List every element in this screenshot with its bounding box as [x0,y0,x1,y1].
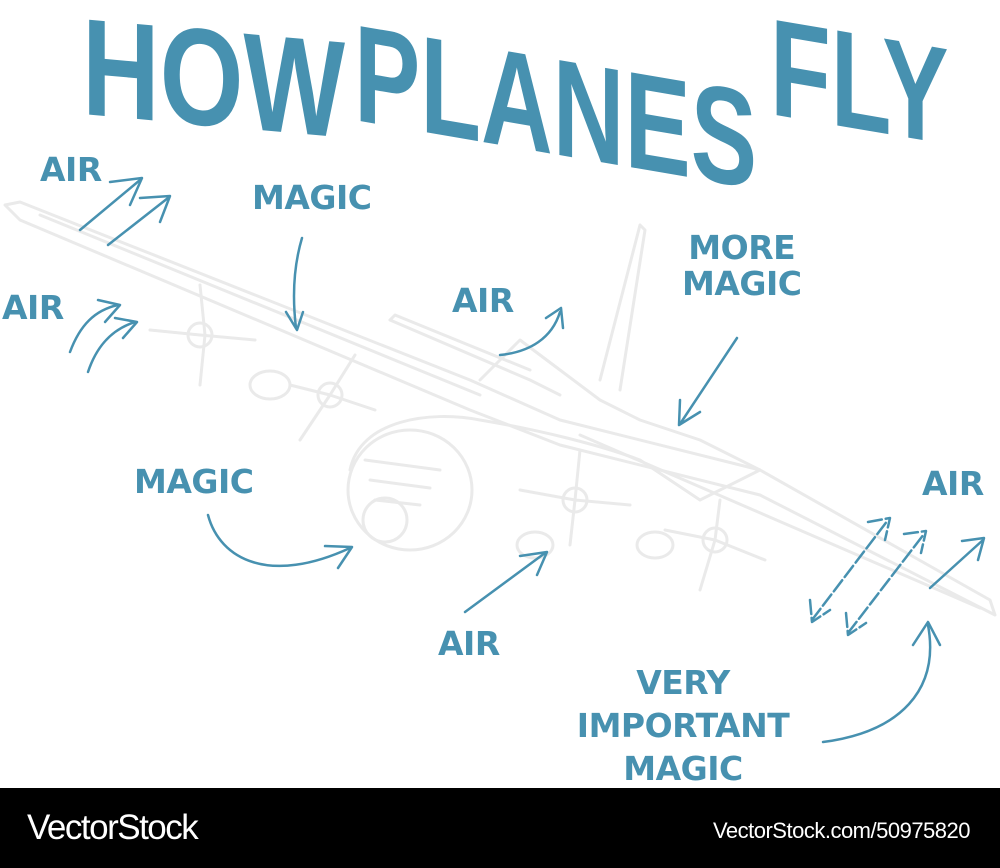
label-very-important-magic: VERY IMPORTANT MAGIC [572,662,794,791]
label-more-magic-line2: MAGIC [682,264,802,304]
arrow-icon-very-important [821,620,942,744]
footer-brand: VectorStock [27,808,199,847]
arrow-icon-air-center [498,306,565,357]
arrow-icon-air-right-2 [844,529,928,637]
arrows-layer [68,176,986,744]
label-magic-top: MAGIC [252,178,372,217]
arrow-icon-air-left-2 [86,316,139,374]
watermark-footer: VectorStock VectorStock.com/50975820 [0,788,1000,868]
label-air-bottom: AIR [438,624,500,663]
label-air-right: AIR [922,464,984,503]
arrow-icon-air-left-1 [68,298,122,354]
arrow-icon-air-top-left-2 [106,194,172,247]
label-air-center: AIR [452,281,514,320]
arrow-icon-air-right-1 [808,516,892,624]
label-air-left: AIR [2,288,64,327]
footer-url: VectorStock.com/50975820 [712,818,971,843]
label-magic-left: MAGIC [134,462,254,501]
label-very-important-line1: VERY [636,663,730,702]
label-more-magic-line1: MORE [688,228,796,267]
arrow-icon-magic-top [284,236,305,332]
arrow-icon-air-top-left-1 [78,176,144,232]
diagram-canvas: HOW PLANES FLY AIR AIR MAGIC AIR MORE MA… [2,0,997,791]
arrow-icon-air-right-3 [928,536,986,590]
arrow-icon-magic-left [206,513,354,570]
arrow-icon-air-bottom [463,550,549,614]
airplane-illustration [3,200,997,617]
label-very-important-line2: IMPORTANT [576,705,790,745]
label-more-magic: MORE MAGIC [682,228,802,304]
label-air-top-left: AIR [40,150,102,189]
arrow-icon-more-magic [677,336,739,427]
label-very-important-line3: MAGIC [623,748,743,788]
